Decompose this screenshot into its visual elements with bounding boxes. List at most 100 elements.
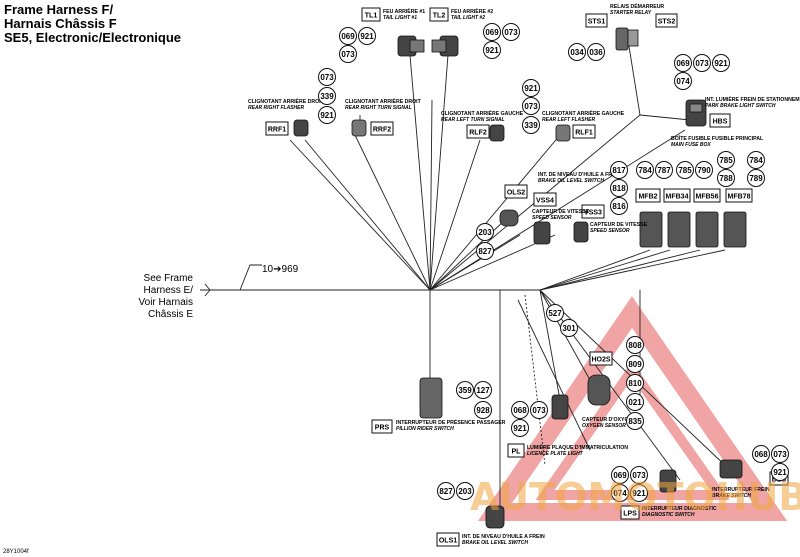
wire-810: 810 — [628, 379, 642, 388]
label-rlf1-en: REAR LEFT FLASHER — [542, 117, 595, 123]
wire-069a: 069 — [341, 32, 355, 41]
connector-hbs: HBS — [713, 119, 728, 126]
wire-069c: 069 — [676, 59, 690, 68]
wire-203b: 203 — [458, 487, 472, 496]
label-hbs-en: PARK BRAKE LIGHT SWITCH — [705, 103, 776, 109]
wire-074b: 074 — [613, 489, 627, 498]
connector-shapes — [293, 27, 747, 529]
label-mfb-fr: BOÎTE FUSIBLE FUSIBLE PRINCIPAL — [671, 134, 764, 142]
connector-mfb2: MFB2 — [638, 194, 657, 201]
label-tl2-en: TAIL LIGHT #2 — [451, 15, 485, 21]
wire-921d: 921 — [320, 111, 334, 120]
wire-073c: 073 — [695, 59, 709, 68]
wire-069d: 069 — [613, 471, 627, 480]
label-tl2-fr: FEU ARRIÈRE #2 — [451, 7, 493, 15]
label-sts-fr: RELAIS DÉMARREUR — [610, 2, 664, 10]
wire-301: 301 — [562, 324, 576, 333]
wire-073e: 073 — [524, 102, 538, 111]
see-ref-line-2: Harness E/ — [144, 285, 194, 296]
label-rlf1-fr: CLIGNOTANT ARRIÈRE GAUCHE — [542, 109, 625, 117]
wire-074a: 074 — [676, 77, 690, 86]
wire-827a: 827 — [478, 247, 492, 256]
connector-tl2: TL2 — [433, 13, 446, 20]
label-tl1-en: TAIL LIGHT #1 — [383, 15, 417, 21]
label-hbs-fr: INT. LUMIÈRE FREIN DE STATIONNEMENT — [705, 95, 800, 103]
label-ho2s-fr: CAPTEUR D'OXYGÈNE — [582, 415, 640, 423]
wire-073h: 073 — [773, 450, 787, 459]
wire-073a: 073 — [341, 50, 355, 59]
wire-921a: 921 — [360, 32, 374, 41]
wire-921b: 921 — [485, 46, 499, 55]
wire-068b: 068 — [754, 450, 768, 459]
connector-rrf2: RRF2 — [373, 127, 391, 134]
title-line-1: Frame Harness F/ — [4, 2, 113, 17]
wire-787: 787 — [657, 166, 671, 175]
connector-rlf1: RLF1 — [575, 130, 593, 137]
wire-339a: 339 — [320, 92, 334, 101]
label-vss3-en: SPEED SENSOR — [590, 228, 630, 234]
figure-code: 28Y1004f — [3, 549, 29, 555]
wire-359: 359 — [458, 386, 472, 395]
title-line-3: SE5, Electronic/Electronique — [4, 30, 181, 45]
watermark-text: AUTOMOTOHUB — [470, 475, 800, 519]
connector-prs: PRS — [375, 425, 390, 432]
connector-mfb34: MFB34 — [666, 194, 689, 201]
wire-127: 127 — [476, 386, 490, 395]
wire-809: 809 — [628, 360, 642, 369]
label-prs-en: PILLION RIDER SWITCH — [396, 426, 454, 432]
connector-mfb78: MFB78 — [728, 194, 751, 201]
watermark: AUTOMOTOHUB — [470, 475, 800, 519]
label-bes-fr: INTERRUPTEUR FREIN — [712, 487, 770, 493]
wire-921g: 921 — [632, 489, 646, 498]
wire-034: 034 — [570, 48, 584, 57]
see-ref-line-1: See Frame — [144, 273, 194, 284]
label-prs-fr: INTERRUPTEUR DE PRÉSENCE PASSAGER — [396, 418, 506, 426]
wire-203a: 203 — [478, 228, 492, 237]
wire-788: 788 — [719, 174, 733, 183]
label-rlf2-fr: CLIGNOTANT ARRIÈRE GAUCHE — [441, 109, 524, 117]
connector-badges: TL1 TL2 STS1 STS2 HBS RRF1 RRF2 RLF2 RLF… — [265, 7, 789, 547]
connector-mfb56: MFB56 — [696, 194, 719, 201]
label-sts-en: STARTER RELAY — [610, 10, 652, 16]
wire-073d: 073 — [320, 73, 334, 82]
see-ref-line-3: Voir Harnais — [139, 297, 193, 308]
wire-921e: 921 — [524, 84, 538, 93]
label-ols1-fr: INT. DE NIVEAU D'HUILE A FREIN — [462, 534, 545, 540]
wire-816: 816 — [612, 202, 626, 211]
label-vss3-fr: CAPTEUR DE VITESSE — [590, 222, 648, 228]
label-vss4-fr: CAPTEUR DE VITESSE — [532, 209, 590, 215]
label-ols1-en: BRAKE OIL LEVEL SWITCH — [462, 540, 528, 546]
wire-073g: 073 — [632, 471, 646, 480]
connector-rrf1: RRF1 — [268, 127, 286, 134]
label-vss4-en: SPEED SENSOR — [532, 215, 572, 221]
wire-circles: 069 921 073 069 073 921 034 036 069 073 … — [318, 23, 789, 502]
wire-818: 818 — [612, 184, 626, 193]
label-tl1-fr: FEU ARRIÈRE #1 — [383, 7, 425, 15]
wire-021: 021 — [628, 398, 642, 407]
label-rrf2-en: REAR RIGHT TURN SIGNAL — [345, 105, 412, 111]
label-mfb-en: MAIN FUSE BOX — [671, 142, 711, 148]
connector-vss4: VSS4 — [536, 198, 554, 205]
label-rrf2-fr: CLIGNOTANT ARRIÈRE DROIT — [345, 97, 422, 105]
wire-068a: 068 — [513, 406, 527, 415]
label-ols2-en: BRAKE OIL LEVEL SWITCH — [538, 178, 604, 184]
connector-ols1: OLS1 — [439, 538, 457, 545]
wire-073b: 073 — [504, 28, 518, 37]
wire-827b: 827 — [439, 487, 453, 496]
wire-921h: 921 — [773, 468, 787, 477]
label-ho2s-en: OXYGEN SENSOR — [582, 423, 626, 429]
wire-527: 527 — [548, 309, 562, 318]
wire-817: 817 — [612, 166, 626, 175]
range-label: 10➔969 — [262, 264, 299, 275]
connector-tl1: TL1 — [365, 13, 378, 20]
wire-928: 928 — [476, 406, 490, 415]
wire-785a: 785 — [678, 166, 692, 175]
wire-339b: 339 — [524, 121, 538, 130]
connector-pl: PL — [512, 449, 522, 456]
wire-785b: 785 — [719, 156, 733, 165]
connector-rlf2: RLF2 — [469, 130, 487, 137]
wire-921c: 921 — [714, 59, 728, 68]
connector-sts1: STS1 — [588, 19, 606, 26]
see-ref-line-4: Châssis E — [148, 309, 193, 320]
